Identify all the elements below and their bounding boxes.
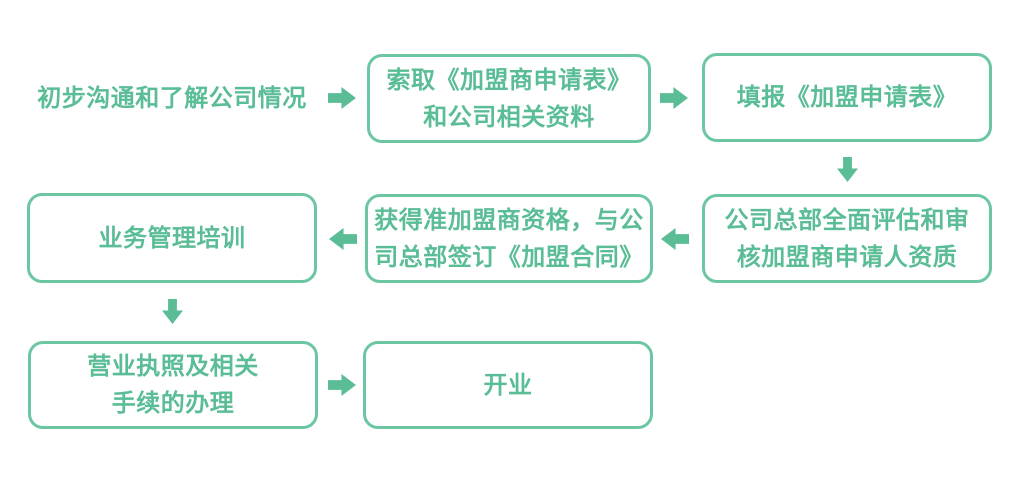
step-sign-franchise-contract: 获得准加盟商资格，与公 司总部签订《加盟合同》 [365, 194, 653, 283]
step-initial-communication: 初步沟通和了解公司情况 [37, 83, 307, 112]
arrow-left-icon [661, 228, 689, 250]
arrow-down-icon [837, 157, 858, 182]
step-business-license-procedures: 营业执照及相关 手续的办理 [28, 341, 318, 429]
step-fill-application-form: 填报《加盟申请表》 [702, 53, 992, 142]
step-headquarters-evaluation: 公司总部全面评估和审 核加盟商申请人资质 [702, 194, 992, 283]
step-request-application-form: 索取《加盟商申请表》 和公司相关资料 [367, 54, 651, 143]
arrow-down-icon [162, 299, 183, 324]
arrow-right-icon [660, 87, 688, 109]
step-business-management-training: 业务管理培训 [27, 193, 317, 283]
step-opening: 开业 [363, 341, 653, 429]
arrow-right-icon [328, 374, 356, 396]
arrow-left-icon [329, 228, 357, 250]
arrow-right-icon [328, 87, 356, 109]
